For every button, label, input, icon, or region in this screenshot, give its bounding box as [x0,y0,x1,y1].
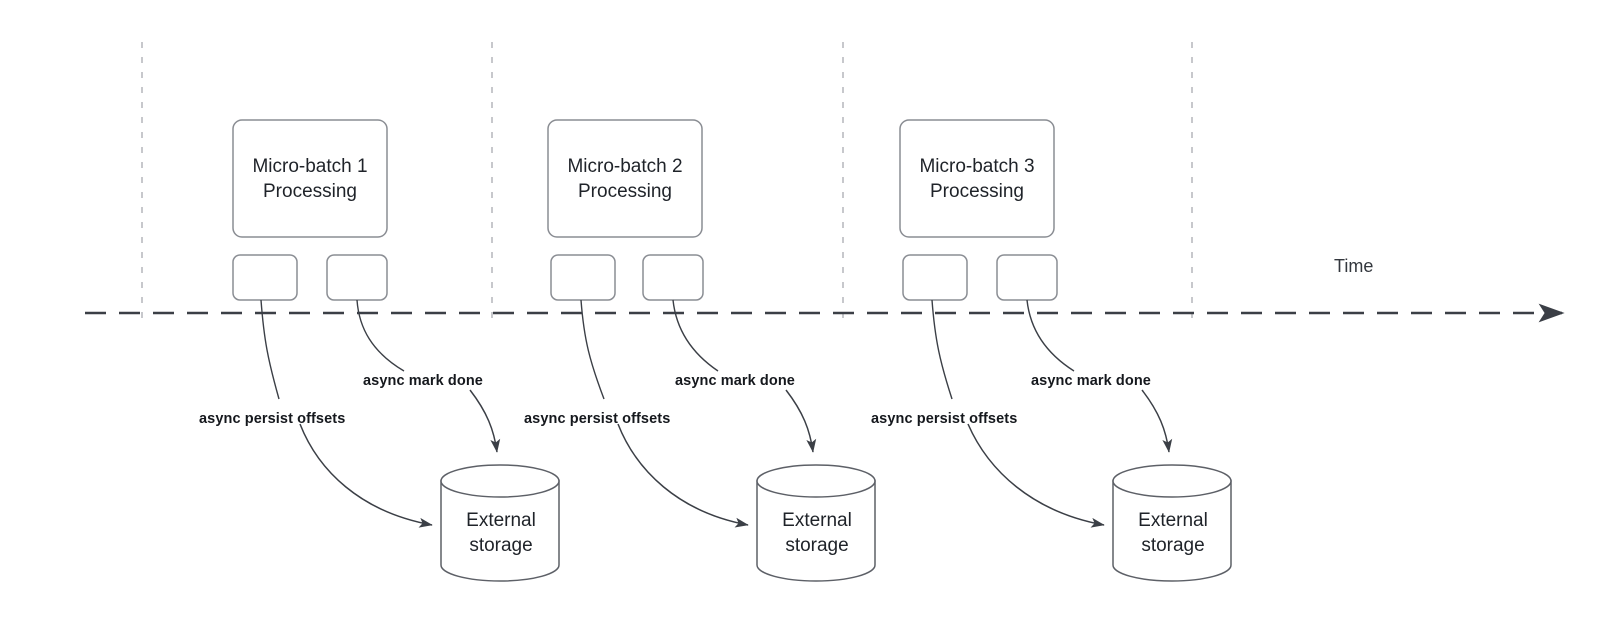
edge-3-markdone-curve [1141,389,1173,453]
edge-2-persist-stub [580,299,605,400]
edge-2-markdone-curve [785,389,817,453]
edge-3-markdone-stub [1026,299,1075,372]
edge-3-persist-stub [931,299,953,400]
task-box-3-left[interactable] [902,254,968,301]
edge-label-1-async-persist-offsets: async persist offsets [199,411,346,427]
group-1-shapes [232,119,560,582]
edge-label-3-async-persist-offsets: async persist offsets [871,411,1018,427]
edge-label-3-async-mark-done: async mark done [1031,373,1151,389]
storage-cylinder-2-top [756,464,876,498]
task-box-3-right[interactable] [996,254,1058,301]
storage-cylinder-3-top [1112,464,1232,498]
edge-2-markdone-stub [672,299,719,372]
time-axis-label: Time [1334,256,1374,276]
edge-1-markdone-curve [469,389,501,453]
storage-cylinder-1-top [440,464,560,498]
edge-1-persist-curve [299,423,433,528]
edge-label-2-async-persist-offsets: async persist offsets [524,411,671,427]
group-2-shapes [547,119,876,582]
storage-cylinder-3-body[interactable] [1112,480,1232,582]
edge-3-persist-curve [967,423,1105,528]
task-box-2-right[interactable] [642,254,704,301]
edge-2-persist-curve [617,423,749,528]
batch-box-2[interactable] [547,119,703,238]
batch-box-1[interactable] [232,119,388,238]
task-box-1-left[interactable] [232,254,298,301]
task-box-2-left[interactable] [550,254,616,301]
edge-1-markdone-stub [356,299,405,372]
batch-boundaries [141,42,1193,322]
storage-cylinder-1-body[interactable] [440,480,560,582]
edge-1-persist-stub [260,299,280,400]
edge-label-1-async-mark-done: async mark done [363,373,483,389]
batch-box-3[interactable] [899,119,1055,238]
group-3-shapes [899,119,1232,582]
task-box-1-right[interactable] [326,254,388,301]
edge-label-2-async-mark-done: async mark done [675,373,795,389]
storage-cylinder-2-body[interactable] [756,480,876,582]
